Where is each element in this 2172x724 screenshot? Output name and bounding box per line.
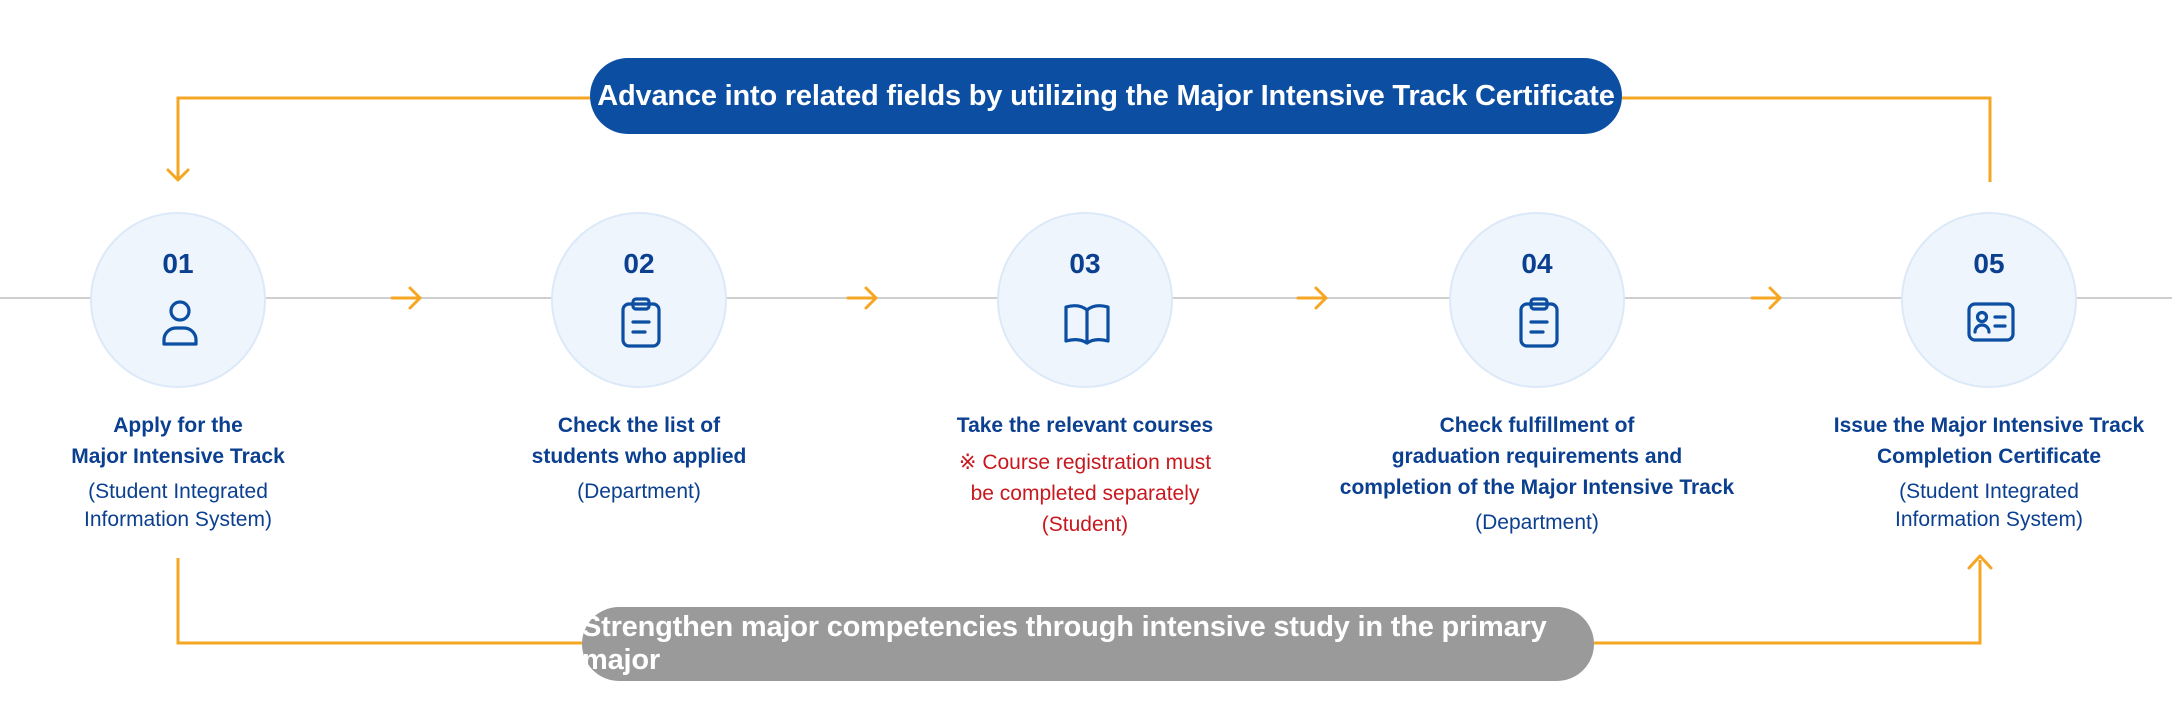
step-circle-4: 04 xyxy=(1449,212,1625,388)
clipboard-icon xyxy=(621,297,661,348)
step-arrow-4 xyxy=(1750,286,1782,310)
step-subtitle-line: (Department) xyxy=(577,480,701,503)
step-circle-1: 01 xyxy=(90,212,266,388)
step-note-line: (Student) xyxy=(1041,513,1129,536)
bottom-right-arrowhead xyxy=(1967,554,1993,570)
step-number: 02 xyxy=(623,248,655,279)
step-subtitle: (Student Integrated Information System) xyxy=(8,478,348,534)
step-title-line: Major Intensive Track xyxy=(71,445,285,468)
step-arrow-2 xyxy=(846,286,878,310)
step-subtitle-line: (Department) xyxy=(1475,511,1599,534)
step-title: Issue the Major Intensive Track Completi… xyxy=(1819,410,2159,472)
step-note: ※ Course registration must be completed … xyxy=(915,447,1255,540)
step-text-2: Check the list of students who applied (… xyxy=(469,410,809,506)
step-subtitle: (Department) xyxy=(469,478,809,506)
step-title-line: Take the relevant courses xyxy=(956,414,1214,437)
top-banner: Advance into related fields by utilizing… xyxy=(590,58,1622,134)
top-right-connector xyxy=(1622,96,1992,182)
step-subtitle-line: (Student Integrated xyxy=(88,480,268,503)
step-arrow-3 xyxy=(1296,286,1328,310)
step-title: Check fulfillment of graduation requirem… xyxy=(1337,410,1737,503)
step-title-line: graduation requirements and xyxy=(1391,445,1683,468)
bottom-left-connector xyxy=(176,558,582,645)
step-circle-2: 02 xyxy=(551,212,727,388)
step-title-line: Apply for the xyxy=(113,414,243,437)
step-circle-5: 05 xyxy=(1901,212,2077,388)
step-title-line: Check the list of xyxy=(557,414,721,437)
step-text-3: Take the relevant courses ※ Course regis… xyxy=(915,410,1255,540)
step-subtitle-line: (Student Integrated xyxy=(1899,480,2079,503)
step-number: 05 xyxy=(1973,248,2005,279)
top-left-arrowhead xyxy=(166,168,190,182)
step-number: 04 xyxy=(1521,248,1553,279)
step-title: Take the relevant courses xyxy=(915,410,1255,441)
step-text-5: Issue the Major Intensive Track Completi… xyxy=(1819,410,2159,534)
step-circle-3: 03 xyxy=(997,212,1173,388)
step-subtitle-line: Information System) xyxy=(1895,508,2083,531)
step-title-line: Check fulfillment of xyxy=(1439,414,1635,437)
clipboard-icon xyxy=(1519,297,1559,348)
step-title: Check the list of students who applied xyxy=(469,410,809,472)
step-title-line: students who applied xyxy=(531,445,747,468)
user-icon xyxy=(162,300,198,346)
step-title-line: Completion Certificate xyxy=(1876,445,2102,468)
top-banner-text: Advance into related fields by utilizing… xyxy=(597,79,1615,112)
step-subtitle: (Student Integrated Information System) xyxy=(1819,478,2159,534)
step-text-1: Apply for the Major Intensive Track (Stu… xyxy=(8,410,348,534)
book-icon xyxy=(1064,304,1110,345)
bottom-right-connector xyxy=(1594,560,1982,645)
step-text-4: Check fulfillment of graduation requirem… xyxy=(1337,410,1737,537)
step-subtitle: (Department) xyxy=(1337,509,1737,537)
bottom-banner: Strengthen major competencies through in… xyxy=(582,607,1594,681)
step-arrow-1 xyxy=(390,286,422,310)
step-note-line: be completed separately xyxy=(970,482,1200,505)
step-note-line: ※ Course registration must xyxy=(958,451,1212,474)
bottom-banner-text: Strengthen major competencies through in… xyxy=(582,611,1547,676)
step-title-line: completion of the Major Intensive Track xyxy=(1339,476,1735,499)
top-left-connector xyxy=(176,96,590,178)
step-number: 03 xyxy=(1069,248,1101,279)
step-number: 01 xyxy=(162,248,194,279)
id-card-icon xyxy=(1967,302,2015,342)
step-title-line: Issue the Major Intensive Track xyxy=(1833,414,2145,437)
step-subtitle-line: Information System) xyxy=(84,508,272,531)
step-title: Apply for the Major Intensive Track xyxy=(8,410,348,472)
